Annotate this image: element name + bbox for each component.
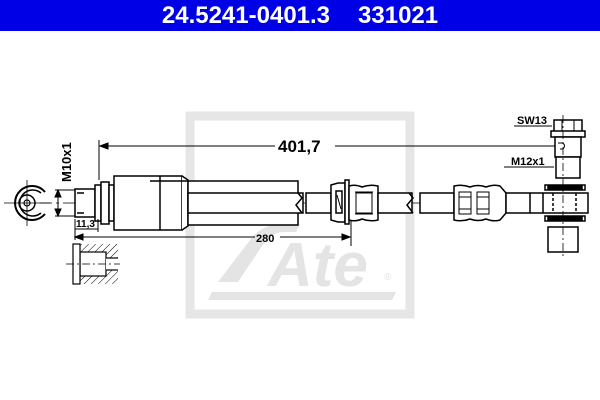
registered-mark: ® [384,272,392,283]
dimension-280 [73,215,352,246]
watermark-logo-text: Ate [266,231,368,300]
fitting-position-label: 280 [256,233,274,245]
banjo-washers [544,184,586,222]
title-bar: 24.5241-0401.3 331021 [0,0,600,31]
left-end-view [4,180,50,226]
middle-fitting [330,179,379,225]
left-fitting [74,175,299,231]
banjo-bolt [547,115,586,256]
thread-left-label: M10x1 [59,142,74,182]
right-labels [504,125,554,168]
article-number: 331021 [358,1,439,29]
thread-right-label: M12x1 [511,156,545,168]
dimension-m10 [54,188,75,218]
ate-watermark: Ate ® [185,111,415,319]
wrench-size-label: SW13 [517,115,547,127]
left-fitting-length-label: 11,3 [76,219,95,230]
hose-segment [187,192,332,214]
part-number: 24.5241-0401.3 [161,1,331,29]
right-fitting [453,184,589,222]
overall-length-label: 401,7 [278,137,321,156]
dimension-overall [98,140,570,180]
port-section [66,243,120,285]
hose-segment-2 [377,192,455,214]
